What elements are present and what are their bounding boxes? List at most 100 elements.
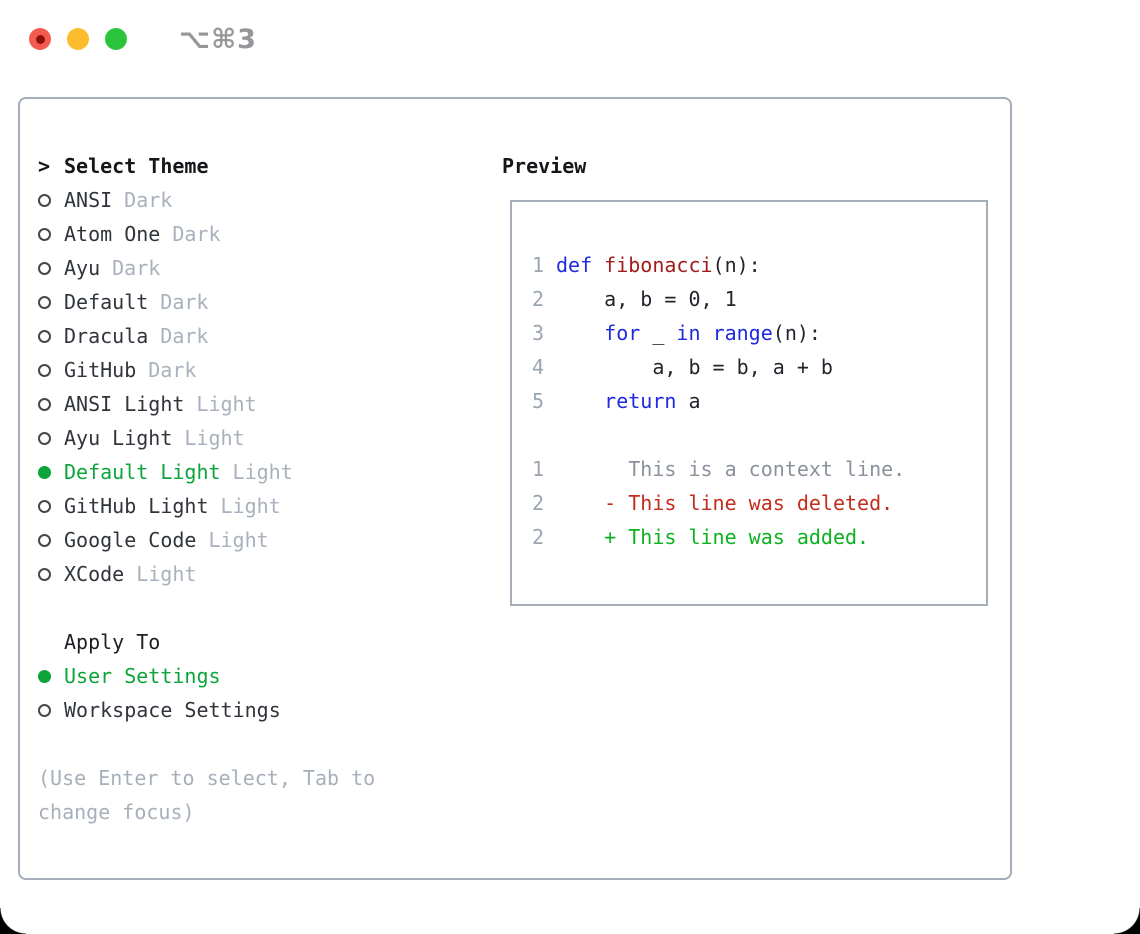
code-segment-add: + This line was added. [556, 525, 870, 549]
theme-option[interactable]: Default Dark [38, 285, 468, 319]
theme-option[interactable]: Default Light Light [38, 455, 468, 489]
theme-option[interactable]: GitHub Light Light [38, 489, 468, 523]
radio-marker [38, 397, 64, 411]
apply-option-label: User Settings [64, 664, 221, 688]
radio-marker [38, 703, 64, 717]
code-segment-kw: def [556, 253, 593, 277]
radio-marker [38, 533, 64, 547]
window-shortcut-label: ⌥⌘3 [179, 23, 257, 55]
theme-option-label: ANSI [64, 188, 113, 212]
theme-option-tag: Light [232, 460, 293, 484]
theme-option-label: ANSI Light [64, 392, 185, 416]
code-segment-kw: for [604, 321, 641, 345]
radio-marker [38, 567, 64, 581]
radio-marker [38, 431, 64, 445]
radio-marker [38, 227, 64, 241]
theme-option-label: Default [64, 290, 149, 314]
theme-option-label: GitHub Light [64, 494, 209, 518]
radio-selected-icon [38, 465, 51, 479]
theme-option[interactable]: Ayu Dark [38, 251, 468, 285]
theme-option[interactable]: GitHub Dark [38, 353, 468, 387]
close-button[interactable] [29, 28, 51, 50]
line-number: 1 [532, 253, 545, 277]
code-segment-code [701, 321, 713, 345]
radio-unselected-icon [38, 431, 51, 445]
apply-to-title: Apply To [64, 630, 161, 654]
minimize-button[interactable] [67, 28, 89, 50]
theme-option-label: Atom One [64, 222, 161, 246]
radio-unselected-icon [38, 397, 51, 411]
radio-unselected-icon [38, 363, 51, 377]
radio-unselected-icon [38, 227, 51, 241]
theme-option[interactable]: ANSI Dark [38, 183, 468, 217]
radio-marker [38, 669, 64, 683]
theme-option-label: Google Code [64, 528, 197, 552]
code-segment-code: a [676, 389, 701, 413]
titlebar: ⌥⌘3 [29, 24, 257, 55]
theme-option-label: GitHub [64, 358, 137, 382]
theme-option-label: Dracula [64, 324, 149, 348]
theme-option-tag: Dark [124, 188, 173, 212]
code-segment-kw: in [676, 321, 701, 345]
radio-unselected-icon [38, 193, 51, 207]
theme-option-label: XCode [64, 562, 125, 586]
apply-option[interactable]: User Settings [38, 659, 468, 693]
theme-option[interactable]: Atom One Dark [38, 217, 468, 251]
preview-line: 3 for _ in range(n): [532, 316, 986, 350]
theme-option-label: Default Light [64, 460, 221, 484]
preview-line: 2 - This line was deleted. [532, 486, 986, 520]
spacer [38, 727, 468, 761]
radio-unselected-icon [38, 567, 51, 581]
radio-marker [38, 295, 64, 309]
blank-line [532, 418, 986, 452]
theme-option-label: Ayu Light [64, 426, 173, 450]
zoom-button[interactable] [105, 28, 127, 50]
code-segment-code [592, 253, 604, 277]
line-number: 2 [532, 287, 545, 311]
theme-option-tag: Light [220, 494, 281, 518]
theme-option-tag: Dark [148, 358, 197, 382]
code-segment-code [556, 389, 604, 413]
theme-option-tag: Dark [160, 290, 209, 314]
preview-line: 5 return a [532, 384, 986, 418]
apply-option[interactable]: Workspace Settings [38, 693, 468, 727]
code-segment-code: a, b = b, a + b [556, 355, 833, 379]
theme-option-tag: Dark [112, 256, 161, 280]
theme-list-title: Select Theme [64, 154, 209, 178]
code-segment-kw: return [604, 389, 677, 413]
line-number: 3 [532, 321, 545, 345]
theme-list-header: > Select Theme [38, 149, 468, 183]
apply-option-label: Workspace Settings [64, 698, 281, 722]
code-segment-kw: range [712, 321, 773, 345]
preview-line: 2 + This line was added. [532, 520, 986, 554]
preview-line: 1 This is a context line. [532, 452, 986, 486]
radio-unselected-icon [38, 703, 51, 717]
cursor-icon: > [38, 154, 51, 178]
radio-unselected-icon [38, 295, 51, 309]
spacer [38, 591, 468, 625]
code-segment-code [556, 321, 604, 345]
code-segment-code: (n): [772, 321, 821, 345]
theme-option-label: Ayu [64, 256, 101, 280]
radio-marker [38, 363, 64, 377]
theme-option-tag: Dark [172, 222, 221, 246]
radio-marker [38, 261, 64, 275]
apply-to-header: Apply To [38, 625, 468, 659]
desktop-corner [1114, 908, 1140, 934]
radio-unselected-icon [38, 533, 51, 547]
code-segment-code: a, b = 0, 1 [556, 287, 737, 311]
